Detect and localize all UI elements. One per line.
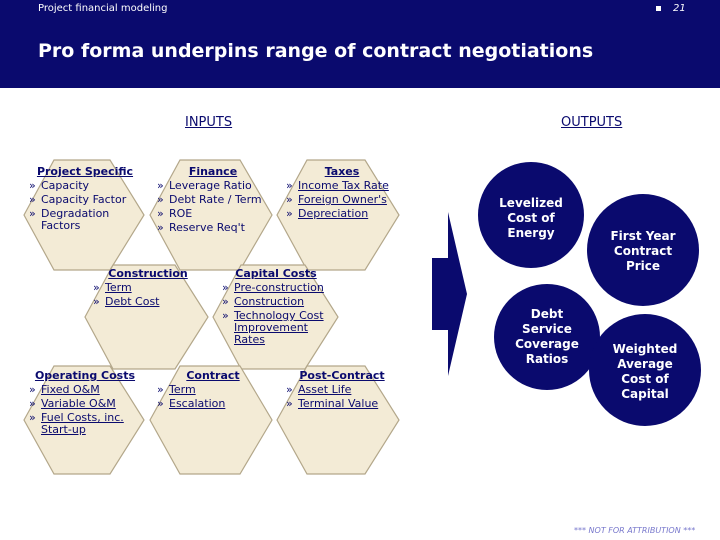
list-item: »ROE <box>157 207 193 220</box>
list-item[interactable]: »Depreciation <box>286 207 369 220</box>
hex-title-taxes: Taxes <box>324 165 360 178</box>
list-item[interactable]: »Fuel Costs, inc. Start-up <box>29 411 124 436</box>
section-label: Project financial modeling <box>38 3 168 14</box>
flow-arrow <box>432 212 467 376</box>
hex-taxes-text: Taxes »Income Tax Rate »Foreign Owner's … <box>286 165 398 222</box>
list-item[interactable]: »Term <box>157 383 196 396</box>
list-item: »Debt Rate / Term <box>157 193 262 206</box>
page-title: Pro forma underpins range of contract ne… <box>38 40 594 62</box>
list-item[interactable]: »Income Tax Rate <box>286 179 389 192</box>
list-item[interactable]: »Construction <box>222 295 305 308</box>
list-item[interactable]: »Escalation <box>157 397 226 410</box>
hex-title-capital-costs: Capital Costs <box>235 267 317 280</box>
list-item: »Degradation Factors <box>29 207 110 232</box>
output-label-dscr: Debt Service Coverage Ratios <box>515 307 579 366</box>
hex-title-operating-costs: Operating Costs <box>34 369 136 382</box>
output-label-wacc: Weighted Average Cost of Capital <box>612 342 678 401</box>
hex-construction-text: Construction »Term »Debt Cost <box>93 267 203 310</box>
hexagon-contract <box>149 365 273 475</box>
list-item: »Capacity Factor <box>29 193 127 206</box>
output-circle-first-year-price <box>587 194 699 306</box>
list-item: »Reserve Req't <box>157 221 245 234</box>
hex-post-contract-text: Post-Contract »Asset Life »Terminal Valu… <box>286 369 398 412</box>
hex-operating-costs-text: Operating Costs »Fixed O&M »Variable O&M… <box>29 369 141 438</box>
list-item[interactable]: »Variable O&M <box>29 397 116 410</box>
list-item[interactable]: »Debt Cost <box>93 295 160 308</box>
list-item[interactable]: »Foreign Owner's <box>286 193 387 206</box>
list-item[interactable]: »Fixed O&M <box>29 383 100 396</box>
hexagon-finance <box>149 159 273 271</box>
list-item: »Leverage Ratio <box>157 179 252 192</box>
hex-title-construction: Construction <box>108 267 188 280</box>
inputs-heading: INPUTS <box>185 115 233 130</box>
page-number: 21 <box>673 3 686 14</box>
hex-title-post-contract: Post-Contract <box>299 369 385 382</box>
list-item: »Capacity <box>29 179 90 192</box>
list-item[interactable]: »Pre-construction <box>222 281 324 294</box>
hex-title-contract: Contract <box>186 369 240 382</box>
hexagon-operating-costs <box>23 365 145 475</box>
bullet-square-icon <box>656 6 661 11</box>
list-item[interactable]: »Term <box>93 281 132 294</box>
hex-finance-text: Finance »Leverage Ratio »Debt Rate / Ter… <box>157 165 269 236</box>
list-item[interactable]: »Technology Cost Improvement Rates <box>222 309 324 346</box>
list-item[interactable]: »Asset Life <box>286 383 352 396</box>
outputs-heading: OUTPUTS <box>561 115 623 130</box>
output-circle-wacc <box>589 314 701 426</box>
hex-project-specific-text: Project Specific »Capacity »Capacity Fac… <box>29 165 141 234</box>
hexagon-project-specific <box>23 159 145 271</box>
hex-contract-text: Contract »Term »Escalation <box>157 369 269 412</box>
output-label-lcoe: Levelized Cost of Energy <box>499 196 563 240</box>
hexagon-post-contract <box>276 365 400 475</box>
footer-disclaimer: *** NOT FOR ATTRIBUTION *** <box>574 526 696 535</box>
output-circle-lcoe <box>478 162 584 268</box>
title-bar <box>0 0 720 88</box>
hex-title-project-specific: Project Specific <box>36 165 134 178</box>
hex-title-finance: Finance <box>188 165 238 178</box>
output-label-first-year-price: First Year Contract Price <box>610 229 676 273</box>
hexagon-construction <box>84 264 209 370</box>
list-item[interactable]: »Terminal Value <box>286 397 379 410</box>
hex-capital-costs-text: Capital Costs »Pre-construction »Constru… <box>222 267 330 348</box>
output-circle-dscr <box>494 284 600 390</box>
